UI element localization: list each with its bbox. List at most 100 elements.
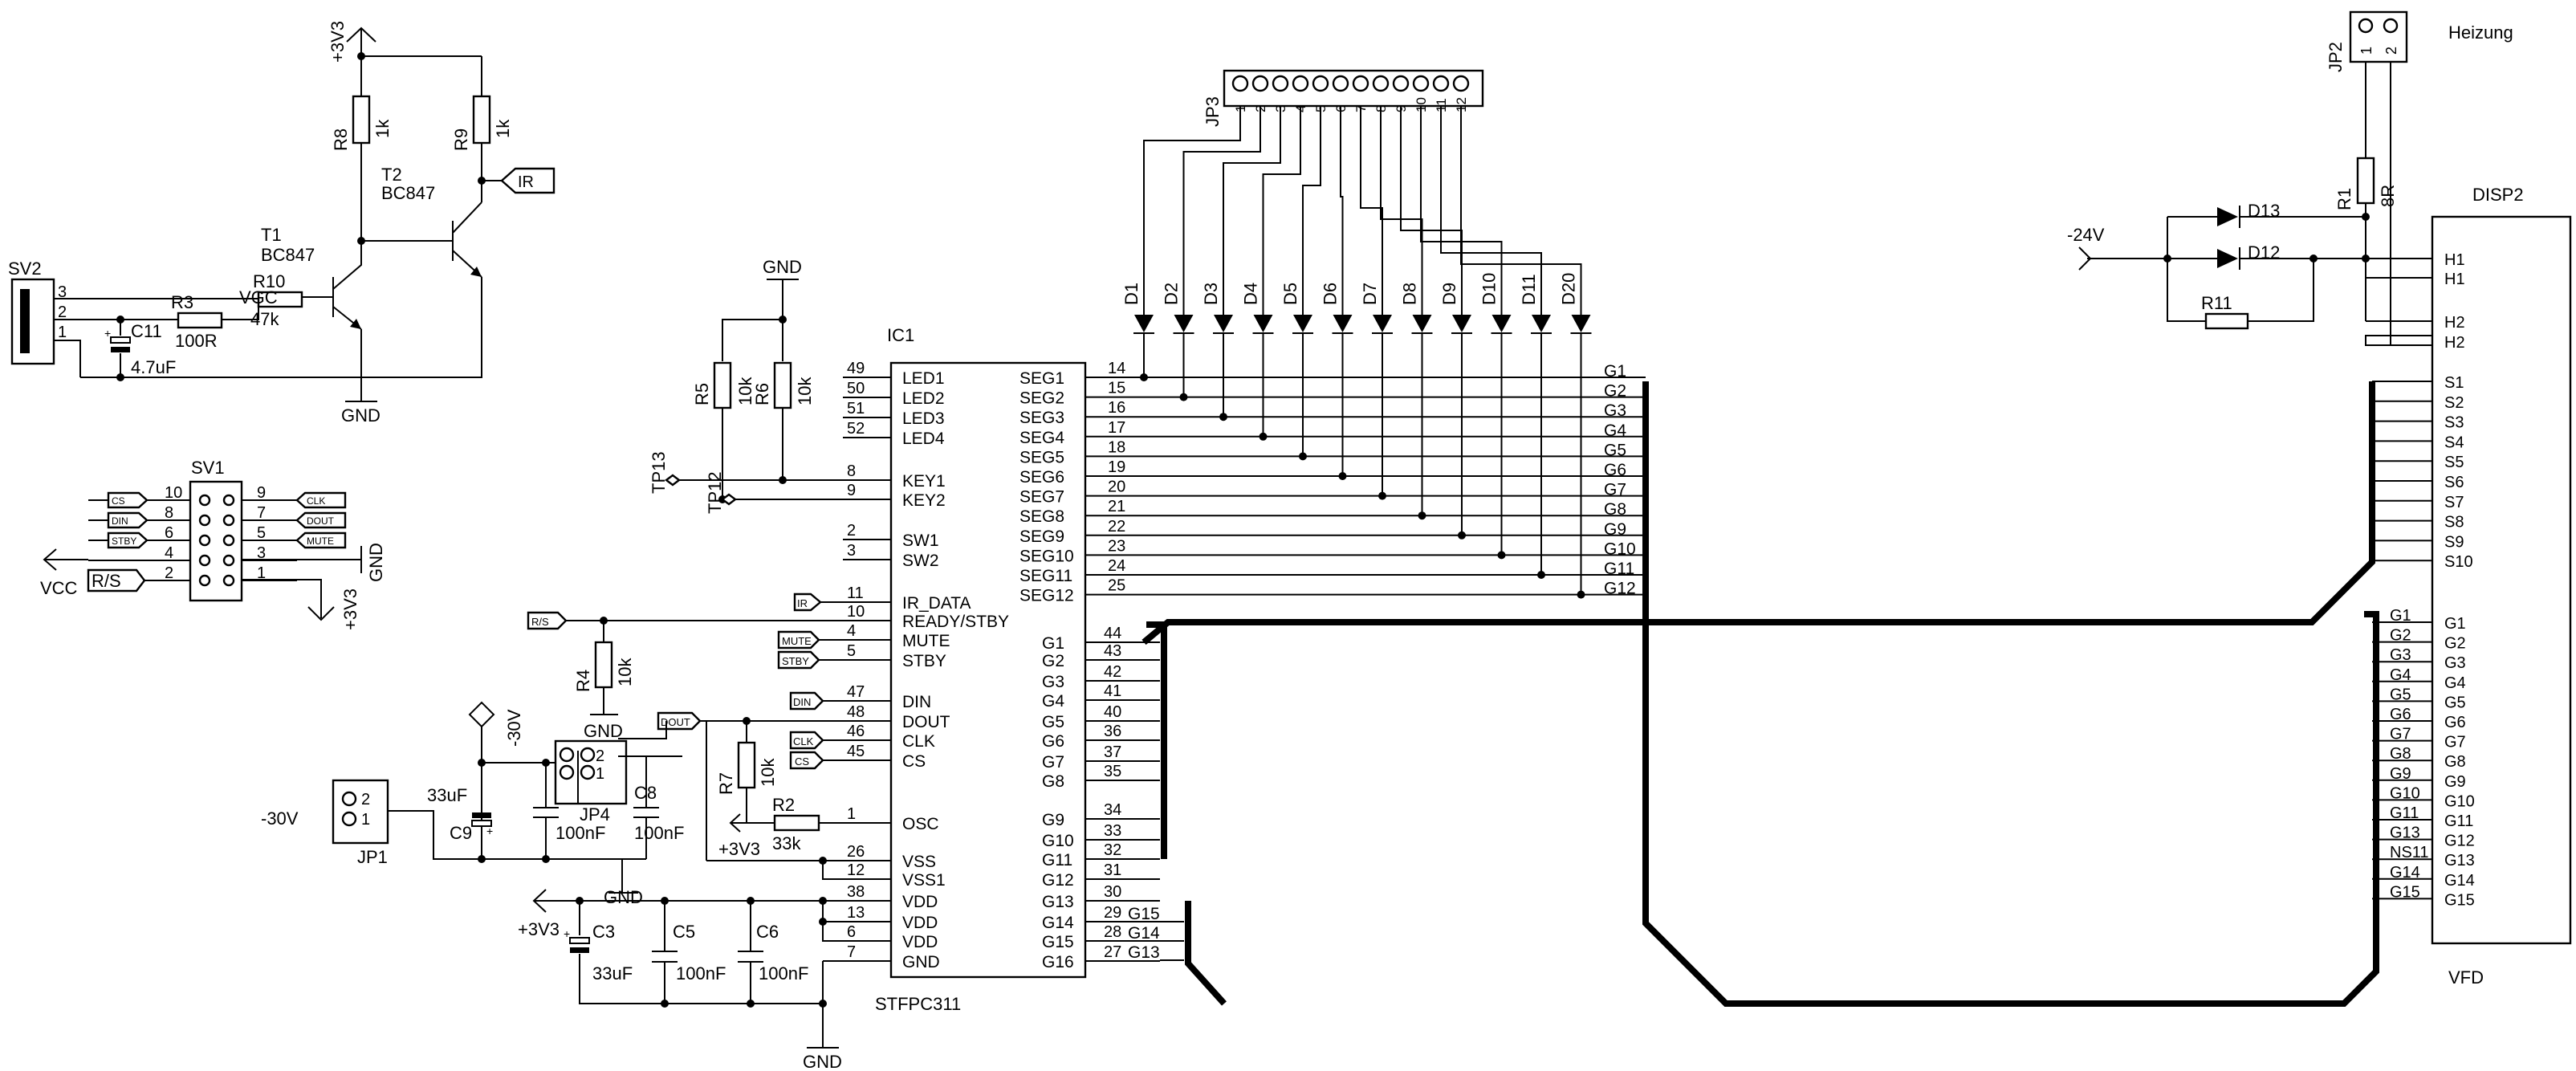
disp2-seg-pin: S5 bbox=[2444, 454, 2464, 471]
cs-in-text: CS bbox=[795, 755, 809, 768]
ic1-controller: IC1 STFPC311 49LED150LED251LED352LED48KE… bbox=[843, 325, 1184, 1014]
disp2-seg-pin: S8 bbox=[2444, 514, 2464, 531]
r3-resistor bbox=[177, 312, 223, 329]
disp2-grid-net: G1 bbox=[2390, 607, 2411, 625]
ic1-grid-pin-number: 43 bbox=[1104, 642, 1121, 660]
r8-ref: R8 bbox=[331, 128, 351, 151]
ic1-left-pin-name: VSS1 bbox=[902, 871, 946, 890]
sv1-left-pin-number: 10 bbox=[165, 484, 182, 502]
vgc-label: VGC bbox=[239, 287, 278, 307]
sv1-pin-hole bbox=[222, 494, 235, 507]
r6-resistor bbox=[773, 361, 792, 409]
jp4-pin-1: 1 bbox=[596, 765, 604, 783]
segment-net-label: G2 bbox=[1604, 382, 1626, 401]
ir-in-label bbox=[793, 593, 822, 612]
disp2-ref: DISP2 bbox=[2472, 185, 2524, 205]
disp2-grid-pin: G3 bbox=[2444, 654, 2466, 672]
svg-text:+: + bbox=[486, 825, 493, 837]
ic1-grid-pin-number: 32 bbox=[1104, 841, 1121, 859]
disp2-grid-net: G7 bbox=[2390, 726, 2411, 743]
disp2-grid-pin: G14 bbox=[2444, 872, 2475, 890]
c9-ref: C9 bbox=[450, 823, 472, 843]
sv1-right-pin-number: 9 bbox=[257, 484, 266, 502]
jp3-pin-hole bbox=[1452, 75, 1470, 92]
segment-diode-label: D5 bbox=[1280, 283, 1300, 305]
ic1-grid-pin-number: 35 bbox=[1104, 763, 1121, 780]
disp2-grid-pin: G5 bbox=[2444, 694, 2466, 711]
gnd-jp4-label: GND bbox=[584, 721, 623, 741]
ic1-grid-pin-number: 28 bbox=[1104, 923, 1121, 941]
jp3-pin-hole bbox=[1332, 75, 1349, 92]
c6-value: 100nF bbox=[759, 963, 808, 983]
ic1-left-pin-number: 8 bbox=[847, 462, 856, 480]
grid-bus-bottom bbox=[1185, 901, 1227, 1006]
ir-net-text: IR bbox=[518, 173, 534, 191]
jp3-pin-hole bbox=[1272, 75, 1289, 92]
d12-label: D12 bbox=[2248, 242, 2280, 263]
jp3-pin-number: 12 bbox=[1454, 97, 1469, 112]
d12-diode bbox=[2217, 249, 2238, 268]
segment-diode-label: D2 bbox=[1162, 283, 1182, 305]
ic1-grid-pin-number: 33 bbox=[1104, 822, 1121, 840]
ic1-left-pin-number: 52 bbox=[847, 420, 865, 438]
jp3-pin-hole bbox=[1372, 75, 1390, 92]
sv2-pin-2: 2 bbox=[58, 303, 67, 321]
ic1-left-pin-number: 9 bbox=[847, 482, 856, 499]
sv2-pin-3: 3 bbox=[58, 283, 67, 301]
c3-ref: C3 bbox=[592, 922, 615, 942]
r2-resistor bbox=[773, 814, 820, 832]
clk-in-label bbox=[789, 731, 824, 750]
disp2-grid-net: G9 bbox=[2390, 765, 2411, 783]
tp13-label: TP13 bbox=[649, 451, 669, 494]
cs-in-label bbox=[789, 751, 824, 770]
v3-vdd-label: +3V3 bbox=[518, 919, 560, 939]
disp2-grid-pin: G2 bbox=[2444, 635, 2466, 653]
sv1-left-net-text: STBY bbox=[112, 536, 136, 547]
c7-capacitor bbox=[482, 763, 646, 860]
ic1-grid-pin-name: G14 bbox=[1042, 914, 1074, 932]
segment-net-label: G10 bbox=[1604, 540, 1636, 558]
ic1-left-pin-number: 51 bbox=[847, 400, 865, 417]
sv1-left-net-label bbox=[87, 568, 146, 593]
r4-value: 10k bbox=[615, 658, 635, 686]
ic1-left-pin-name: VDD bbox=[902, 914, 938, 932]
r1-value: 8R bbox=[2378, 185, 2398, 207]
v3-r2-label: +3V3 bbox=[718, 839, 760, 859]
disp2-part: VFD bbox=[2448, 967, 2484, 988]
r1-resistor bbox=[2356, 157, 2375, 205]
segment-diode bbox=[1412, 315, 1432, 332]
ic1-seg-pin-number: 14 bbox=[1108, 360, 1125, 377]
gnd-c8-label: GND bbox=[604, 887, 643, 907]
ic1-grid-pin-number: 41 bbox=[1104, 682, 1121, 700]
sv1-right-net-text: DOUT bbox=[307, 515, 335, 527]
segment-diode-label: D9 bbox=[1439, 283, 1459, 305]
dout-out-label bbox=[657, 711, 702, 731]
ic1-left-pin-name: MUTE bbox=[902, 632, 950, 650]
din-in-label bbox=[789, 691, 824, 711]
ic1-grid-pin-name: G8 bbox=[1042, 772, 1064, 791]
sv1-right-net-label bbox=[295, 491, 347, 509]
ir-net-label bbox=[500, 167, 555, 194]
sv1-pin-hole bbox=[198, 514, 211, 527]
sv1-left-net-text: R/S bbox=[92, 571, 121, 591]
segment-diode bbox=[1491, 315, 1512, 332]
sv1-pin-hole bbox=[222, 534, 235, 547]
ic1-seg-pin-name: SEG9 bbox=[1019, 527, 1064, 546]
ic1-left-pin-name: DOUT bbox=[902, 713, 950, 731]
ic1-grid-pin-number: 27 bbox=[1104, 943, 1121, 961]
t2-transistor bbox=[80, 202, 482, 378]
ic1-left-pin-name: GND bbox=[902, 953, 940, 971]
grid-bus-main bbox=[1642, 381, 2379, 1007]
jp3-pin-number: 10 bbox=[1414, 97, 1429, 112]
disp2-grid-net: G5 bbox=[2390, 686, 2411, 703]
disp2-heater-pin: H2 bbox=[2444, 334, 2465, 352]
segment-diode bbox=[1174, 315, 1194, 332]
segment-diode-label: D11 bbox=[1519, 274, 1539, 305]
m30v-sym-label: -30V bbox=[504, 709, 524, 747]
r5-ref: R5 bbox=[692, 383, 712, 405]
jp3-pin-hole bbox=[1312, 75, 1329, 92]
jp4-pin-2: 2 bbox=[596, 747, 604, 765]
sv1-pin-hole bbox=[222, 554, 235, 567]
disp2-grid-net: G10 bbox=[2390, 784, 2420, 802]
ic1-seg-pin-number: 22 bbox=[1108, 518, 1125, 536]
